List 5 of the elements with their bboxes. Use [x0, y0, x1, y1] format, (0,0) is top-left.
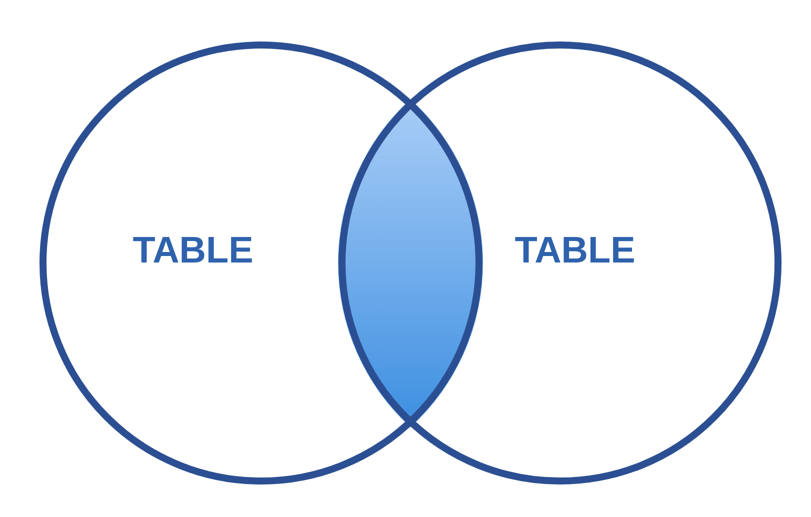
set-circle	[338, 41, 782, 485]
set-label: TABLE	[514, 232, 636, 268]
set-circle	[39, 41, 483, 485]
overlap-region	[338, 98, 483, 428]
set-label: TABLE	[132, 232, 254, 268]
